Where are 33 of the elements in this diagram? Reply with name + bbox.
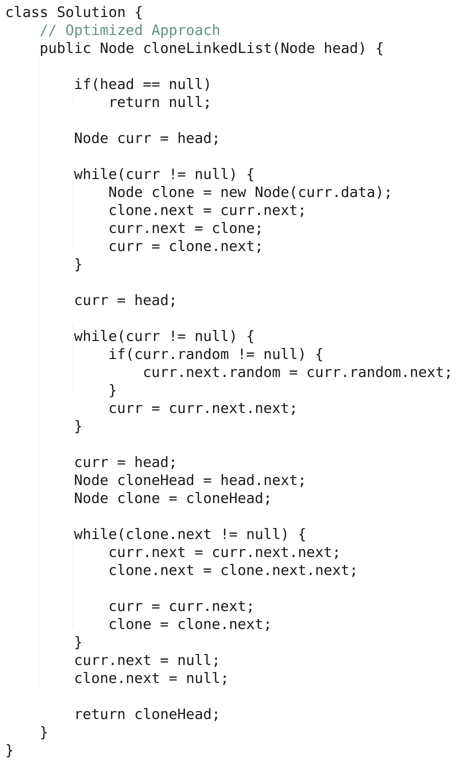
code-line: Node clone = new Node(curr.data);: [109, 186, 390, 199]
code-line: clone.next = clone.next.next;: [110, 564, 355, 577]
code-line: return null;: [110, 96, 208, 109]
code-line: }: [41, 726, 47, 740]
code-line: clone.next = curr.next;: [110, 204, 304, 217]
code-line: curr = head;: [75, 456, 174, 469]
code-line: while(curr != null) {: [74, 168, 254, 182]
code-line: while(curr != null) {: [74, 330, 254, 344]
code-line: if(curr.random != null) {: [110, 348, 322, 362]
code-line: curr = curr.next.next;: [110, 402, 294, 415]
code-line: }: [110, 384, 116, 398]
code-line: return cloneHead;: [76, 708, 217, 721]
code-line: if(head == null): [75, 78, 209, 91]
code-line: Node clone = cloneHead;: [74, 492, 269, 505]
code-line: }: [6, 744, 12, 758]
code-line: }: [76, 636, 82, 650]
code-line: curr = clone.next;: [110, 240, 260, 253]
code-line: Node curr = head;: [74, 132, 217, 145]
code-line: curr.next = curr.next.next;: [110, 546, 338, 559]
code-line: class Solution {: [6, 6, 142, 20]
code-line: curr.next = null;: [75, 654, 217, 667]
code-line: curr = curr.next;: [110, 600, 252, 613]
code-line: Node cloneHead = head.next;: [74, 474, 304, 487]
code-line: public Node cloneLinkedList(Node head) {: [40, 42, 382, 56]
code-line: clone = clone.next;: [110, 618, 269, 631]
code-line: clone.next = null;: [75, 672, 226, 685]
code-line: }: [76, 420, 82, 434]
code-line: }: [76, 258, 82, 272]
code-line: curr = head;: [75, 294, 174, 307]
code-comment: // Optimized Approach: [40, 24, 220, 38]
code-line: curr.next.random = curr.random.next;: [144, 366, 450, 379]
code-line: curr.next = clone;: [110, 222, 260, 235]
code-line: while(clone.next != null) {: [74, 528, 305, 542]
